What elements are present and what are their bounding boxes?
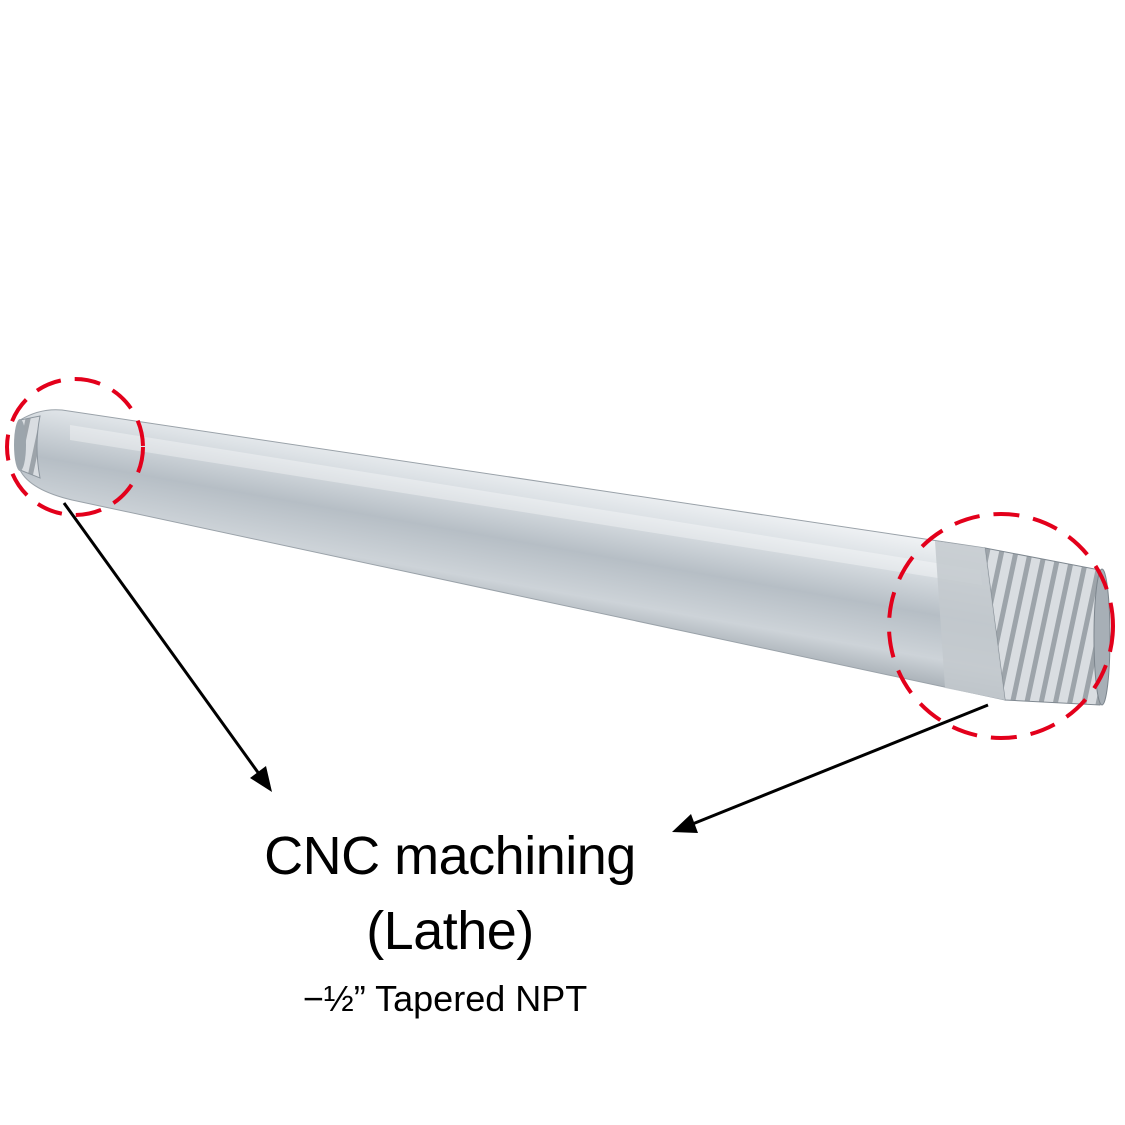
caption-subtitle: −½” Tapered NPT [302, 978, 588, 1019]
right-end-face [1093, 568, 1111, 706]
left-dashed-circle-icon [5, 377, 145, 517]
right-dashed-circle-icon [887, 512, 1115, 740]
right-thread [984, 547, 1107, 706]
right-arrow-line [689, 703, 989, 827]
left-arrowhead-icon [250, 766, 272, 792]
pipe-highlight [70, 425, 982, 585]
right-arrowhead-icon [672, 814, 698, 833]
left-arrow-line [62, 502, 264, 779]
caption-title-line1: CNC machining [264, 826, 636, 886]
caption-title-line2: (Lathe) [366, 901, 534, 961]
left-end-face [14, 419, 26, 471]
right-collar [935, 541, 1005, 700]
